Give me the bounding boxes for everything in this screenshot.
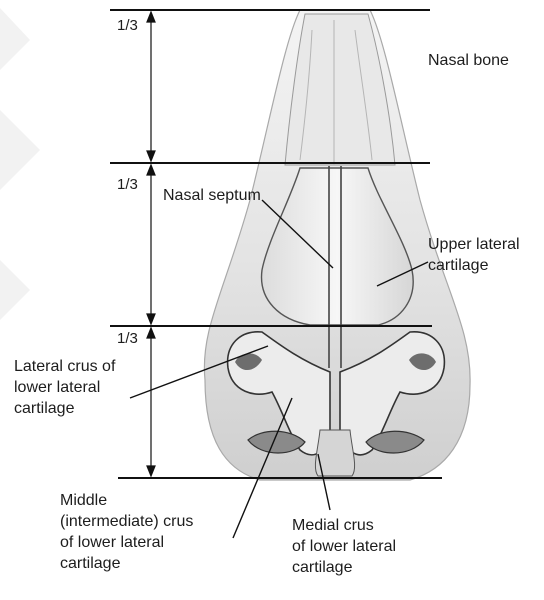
- label-lateral-crus: Lateral crus of lower lateral cartilage: [14, 356, 115, 419]
- label-nasal-bone: Nasal bone: [428, 50, 509, 71]
- third-label-upper: 1/3: [117, 17, 138, 35]
- label-upper-lateral-cartilage: Upper lateral cartilage: [428, 234, 520, 276]
- watermark-shapes: [0, 8, 40, 320]
- third-label-middle: 1/3: [117, 176, 138, 194]
- third-label-lower: 1/3: [117, 330, 138, 348]
- dimension-arrows: [147, 12, 155, 476]
- label-medial-crus: Medial crus of lower lateral cartilage: [292, 515, 396, 578]
- label-nasal-septum: Nasal septum: [163, 185, 261, 206]
- label-middle-crus: Middle (intermediate) crus of lower late…: [60, 490, 193, 574]
